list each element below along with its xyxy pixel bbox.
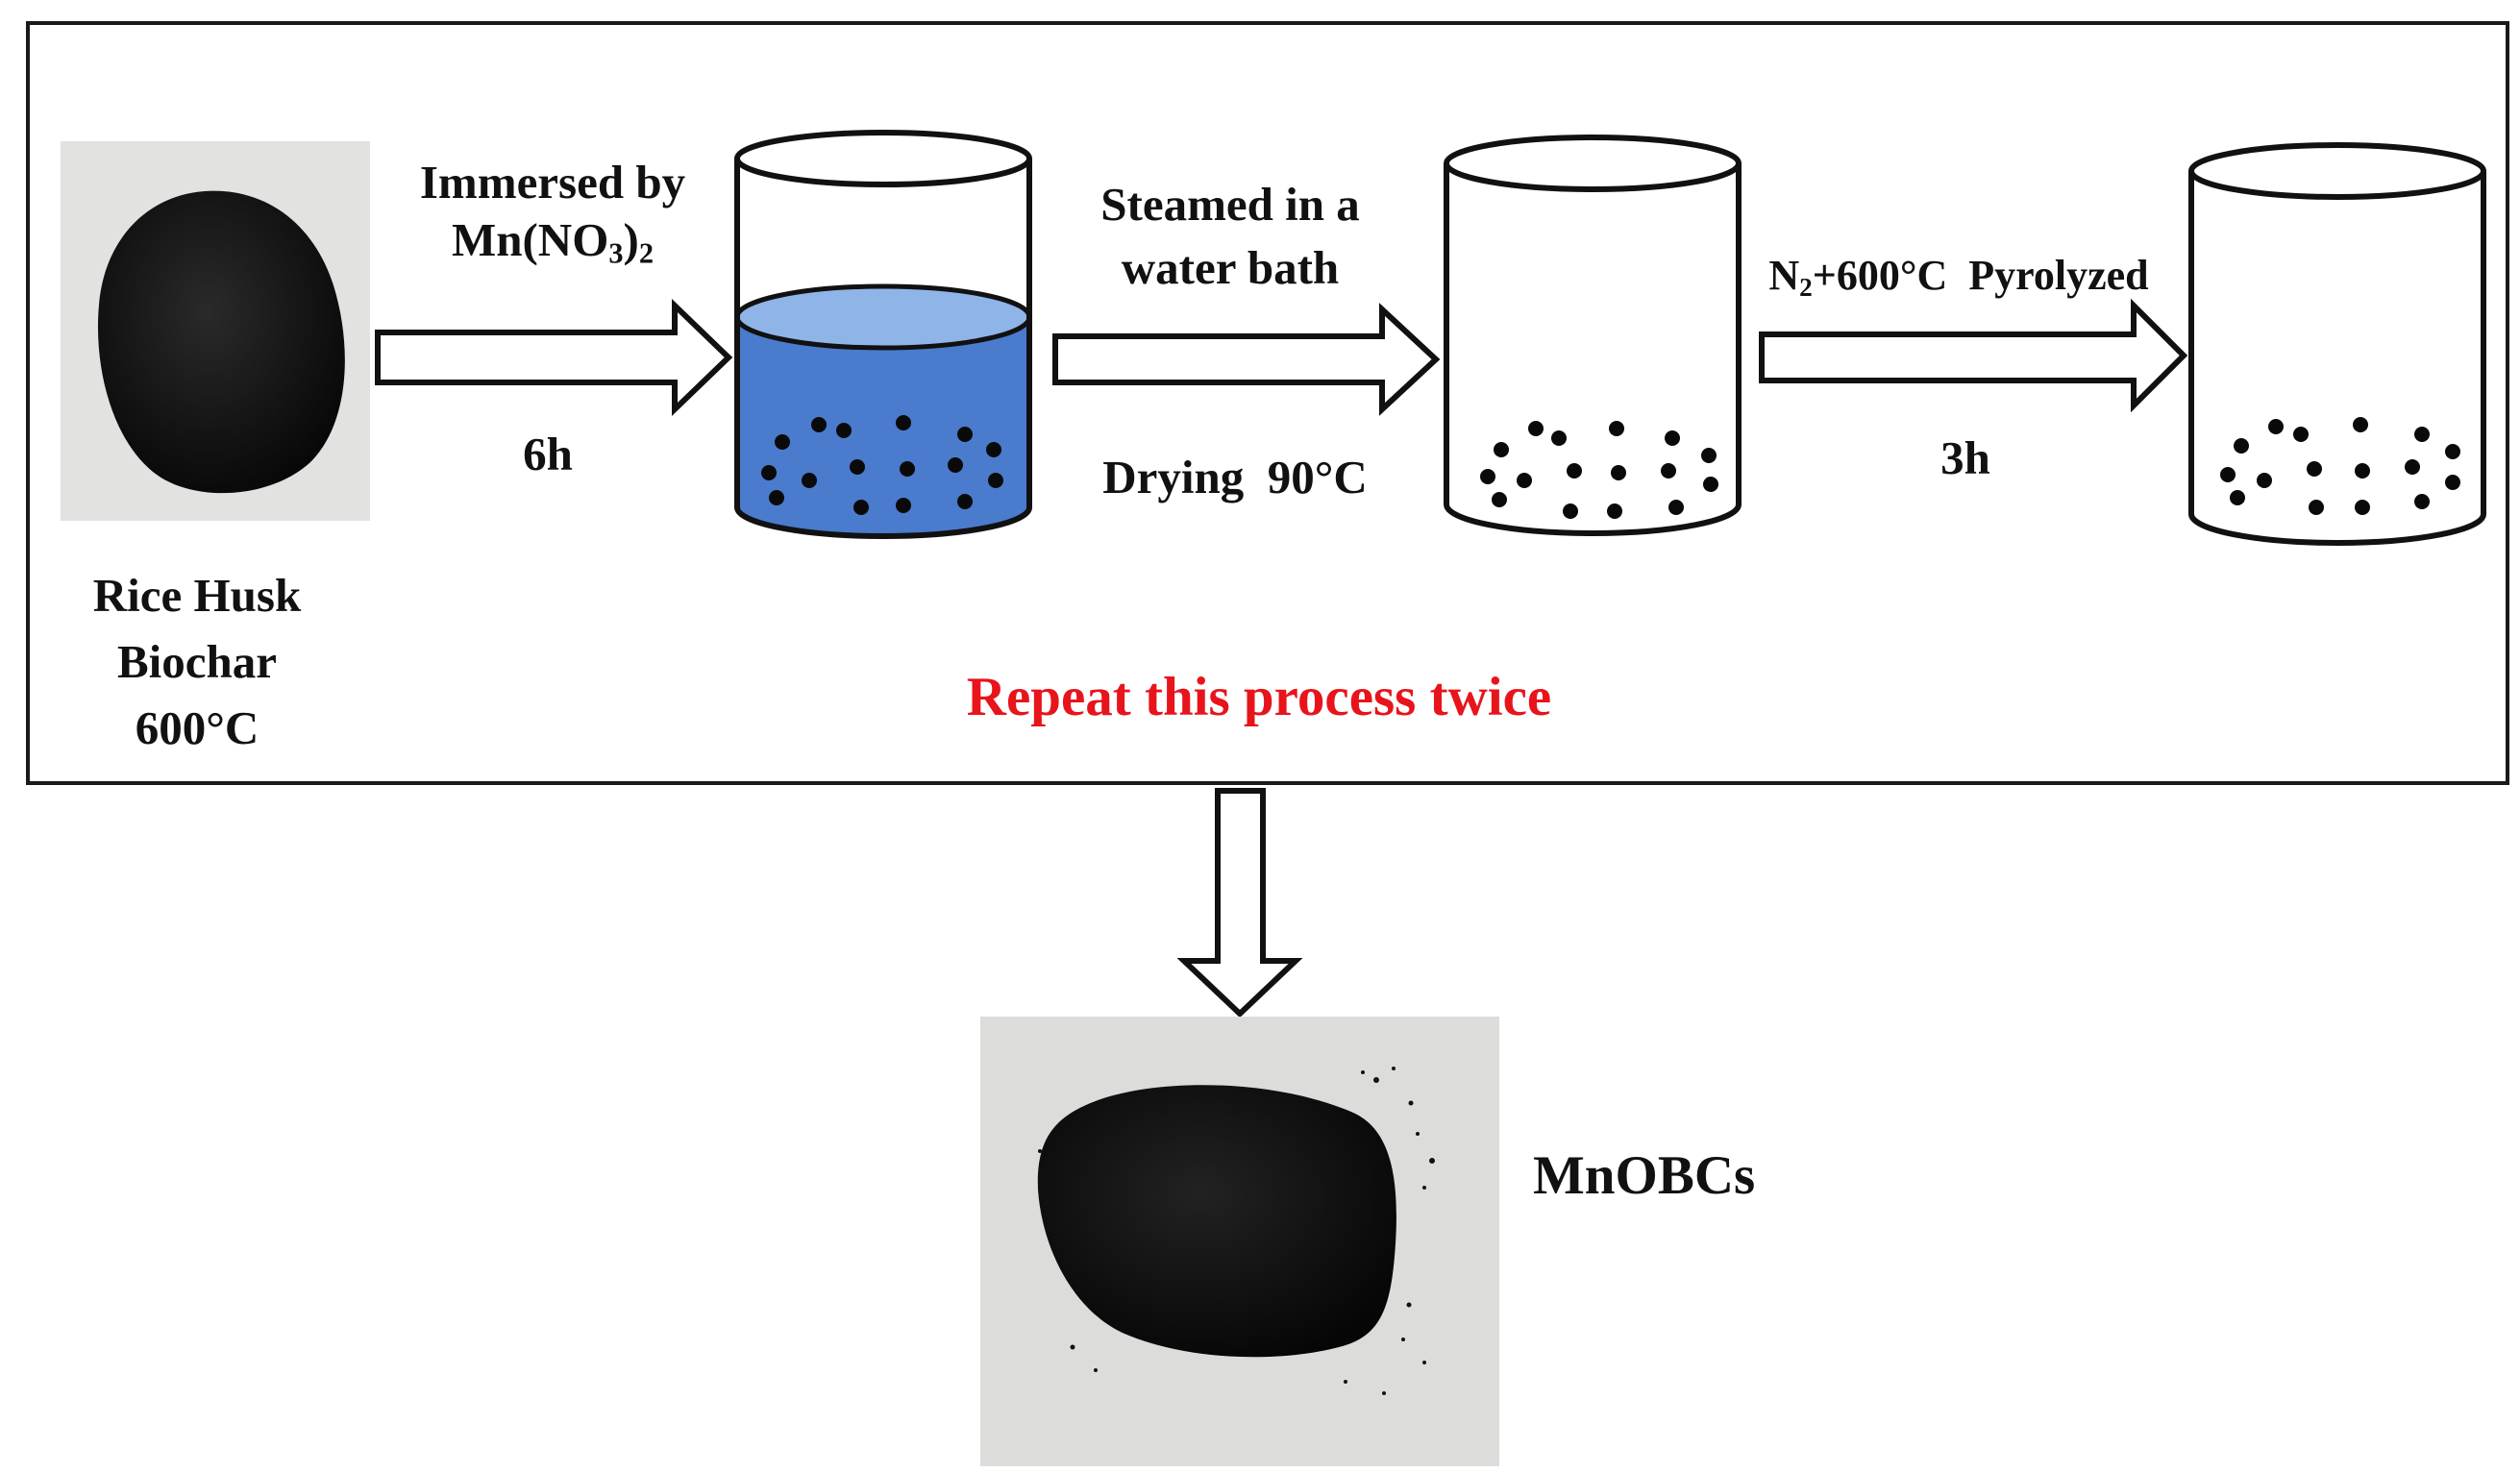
process-frame <box>26 21 2509 785</box>
step1-label-below: 6h <box>523 428 573 480</box>
repeat-note: Repeat this process twice <box>966 667 1552 727</box>
step1-line2: Mn(NO3)2 <box>451 213 655 270</box>
beaker-dried <box>1444 135 1742 536</box>
step2-label-below: Drying 90°C <box>1102 451 1368 503</box>
arrow-step-2 <box>1052 303 1441 416</box>
arrow-step-1 <box>375 298 733 417</box>
step2-line2: water bath <box>1121 241 1340 294</box>
start-label-line1: Rice Husk <box>92 569 302 622</box>
start-label-line2: Biochar <box>116 635 278 688</box>
step2-label-above: Steamed in a water bath <box>1057 173 1403 300</box>
step1-label-above: Immersed by Mn(NO3)2 <box>389 154 716 269</box>
rice-husk-biochar-photo <box>61 141 370 521</box>
step2-line1: Steamed in a <box>1100 178 1360 231</box>
arrow-step-3 <box>1759 298 2188 413</box>
arrow-down-product <box>1176 788 1303 1019</box>
mnobcs-product-photo <box>980 1017 1499 1466</box>
beaker-solution <box>734 130 1032 539</box>
product-label: MnOBCs <box>1533 1145 1756 1206</box>
beaker-pyrolyzed <box>2188 142 2486 546</box>
step1-line1: Immersed by <box>419 156 686 209</box>
start-label-line3: 600°C <box>135 701 259 754</box>
start-material-label: Rice Husk Biochar 600°C <box>38 562 356 761</box>
step3-label-below: 3h <box>1940 431 1990 484</box>
step3-label-above: N2+600°C Pyrolyzed <box>1768 252 2149 302</box>
